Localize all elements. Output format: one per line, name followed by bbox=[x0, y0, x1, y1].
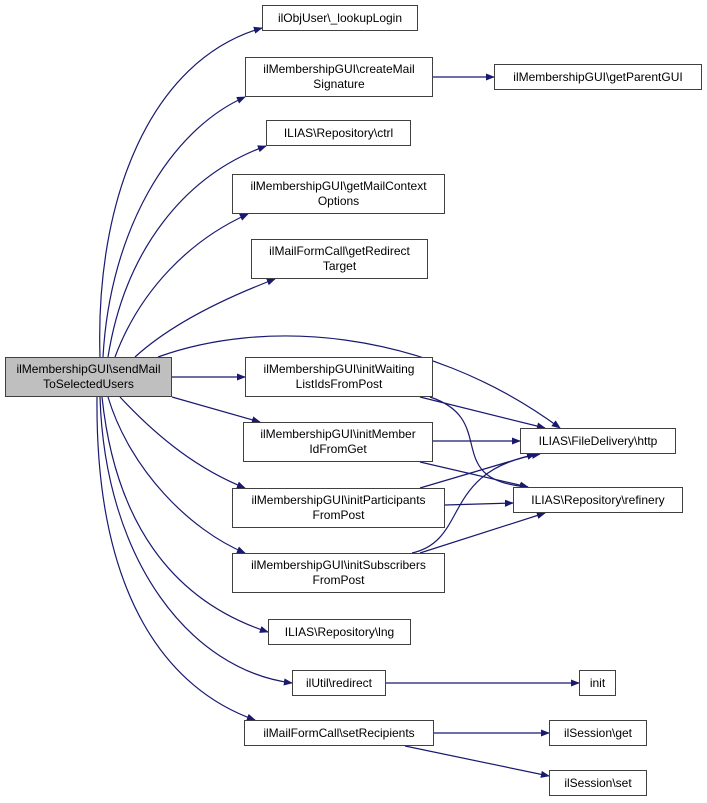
edge-root-to-initMemberIdFromGet bbox=[171, 396, 261, 424]
node-ctrl[interactable]: ILIAS\Repository\ctrl bbox=[266, 120, 411, 146]
node-initSubscribersFromPost[interactable]: ilMembershipGUI\initSubscribers FromPost bbox=[232, 553, 445, 593]
edge-initSubscribersFromPost-to-http bbox=[411, 451, 541, 554]
edge-setRecipients-to-sessionSet bbox=[404, 745, 550, 778]
edge-initParticipantsFromPost-to-refinery bbox=[444, 499, 514, 507]
edge-initSubscribersFromPost-to-refinery bbox=[419, 512, 546, 554]
edge-initWaitingListIdsFromPost-to-http bbox=[419, 396, 546, 430]
node-initParticipantsFromPost[interactable]: ilMembershipGUI\initParticipants FromPos… bbox=[232, 488, 445, 528]
node-getParentGUI[interactable]: ilMembershipGUI\getParentGUI bbox=[494, 64, 702, 90]
edge-initMemberIdFromGet-to-refinery bbox=[419, 461, 529, 489]
edge-root-to-createMailSignature bbox=[102, 96, 246, 358]
edge-root-to-http bbox=[157, 335, 561, 429]
edge-root-to-lookupLogin bbox=[99, 26, 263, 358]
node-lng[interactable]: ILIAS\Repository\lng bbox=[268, 619, 411, 645]
node-getRedirectTarget[interactable]: ilMailFormCall\getRedirect Target bbox=[251, 239, 428, 279]
node-http[interactable]: ILIAS\FileDelivery\http bbox=[520, 428, 676, 454]
node-getMailContextOptions[interactable]: ilMembershipGUI\getMailContext Options bbox=[232, 174, 445, 214]
node-redirect[interactable]: ilUtil\redirect bbox=[292, 670, 386, 696]
node-initMemberIdFromGet[interactable]: ilMembershipGUI\initMember IdFromGet bbox=[243, 422, 433, 462]
node-init[interactable]: init bbox=[579, 670, 616, 696]
node-refinery[interactable]: ILIAS\Repository\refinery bbox=[513, 487, 683, 513]
node-initWaitingListIdsFromPost[interactable]: ilMembershipGUI\initWaiting ListIdsFromP… bbox=[245, 357, 433, 397]
node-sessionSet[interactable]: ilSession\set bbox=[549, 770, 647, 796]
node-sessionGet[interactable]: ilSession\get bbox=[549, 720, 647, 746]
node-createMailSignature[interactable]: ilMembershipGUI\createMail Signature bbox=[245, 57, 433, 97]
edge-root-to-getRedirectTarget bbox=[134, 278, 276, 358]
node-setRecipients[interactable]: ilMailFormCall\setRecipients bbox=[244, 720, 434, 746]
edge-initWaitingListIdsFromPost-to-refinery bbox=[429, 396, 529, 490]
edge-root-to-initSubscribersFromPost bbox=[107, 396, 246, 554]
edge-root-to-initParticipantsFromPost bbox=[119, 396, 246, 489]
edge-root-to-ctrl bbox=[107, 145, 267, 358]
node-lookupLogin[interactable]: ilObjUser\_lookupLogin bbox=[262, 5, 418, 31]
node-root: ilMembershipGUI\sendMail ToSelectedUsers bbox=[5, 357, 172, 397]
edge-root-to-redirect bbox=[99, 396, 293, 686]
edge-root-to-setRecipients bbox=[96, 396, 256, 721]
edge-root-to-lng bbox=[101, 396, 269, 633]
edge-root-to-getMailContextOptions bbox=[114, 213, 249, 358]
